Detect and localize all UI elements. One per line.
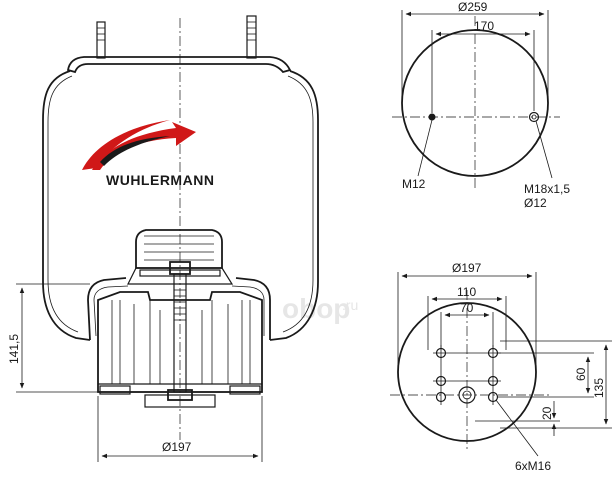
top-plate	[66, 56, 292, 74]
right-hole-label: Ø12	[524, 196, 547, 210]
base-diameter-label: Ø197	[162, 440, 192, 454]
height-dim-label: 141,5	[7, 334, 21, 364]
side-view: WUHLERMANN 141,5 Ø197	[7, 15, 319, 462]
m12-hole-icon	[428, 113, 436, 121]
offset-20-label: 20	[540, 406, 554, 420]
bottom-inner-spacing: 70	[460, 301, 474, 315]
brand-logo: WUHLERMANN	[82, 120, 214, 188]
vertical-135-label: 135	[592, 378, 606, 398]
bolt-pattern	[433, 345, 501, 405]
piston	[97, 291, 263, 408]
m18-hole-icon	[528, 111, 540, 123]
thread-callout-label: 6xM16	[515, 459, 551, 473]
watermark: oboр .ru	[282, 293, 358, 324]
left-thread-label: M12	[402, 177, 426, 191]
right-thread-label: M18x1,5	[524, 182, 570, 196]
height-dimension: 141,5	[7, 283, 98, 393]
vertical-60-label: 60	[574, 367, 588, 381]
top-plate-view: Ø259 170 M12 M18x1,5 Ø12	[392, 0, 570, 210]
top-outer-diameter: Ø259	[458, 0, 488, 14]
watermark-suffix: .ru	[342, 297, 358, 313]
bellows	[42, 70, 319, 341]
base-diameter-dimension: Ø197	[97, 396, 263, 462]
bottom-outer-diameter: Ø197	[452, 261, 482, 275]
rolling-lobe	[87, 277, 271, 341]
center-port-icon	[458, 386, 476, 404]
top-studs	[96, 15, 257, 59]
brand-name: WUHLERMANN	[106, 172, 214, 188]
bottom-outer-spacing: 110	[457, 285, 476, 299]
bottom-plate-view: Ø197 110 70 60 135 20 6xM16	[390, 261, 612, 473]
top-bolt-spacing: 170	[474, 19, 494, 33]
